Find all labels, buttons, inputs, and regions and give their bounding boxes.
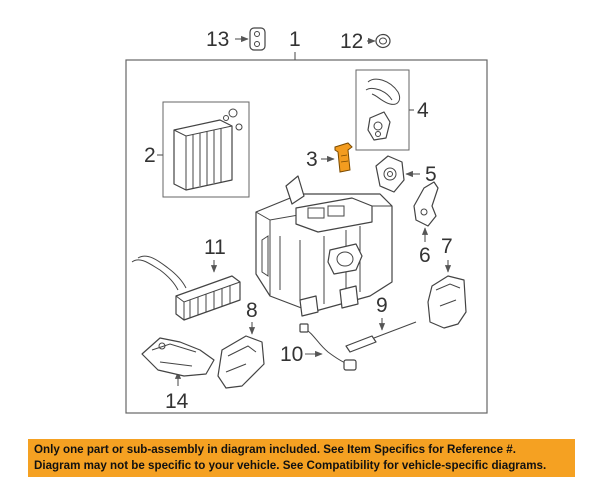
part-10-sensor[interactable]: 10	[280, 323, 357, 371]
part-9-sensor[interactable]: 9	[345, 294, 417, 353]
part-3-clip[interactable]: 3	[306, 142, 353, 173]
callout-13-label: 13	[206, 28, 229, 51]
part-14-housing[interactable]: 14	[141, 337, 215, 413]
part-13-grommet[interactable]: 13	[206, 27, 266, 51]
callout-1[interactable]: 1	[289, 28, 301, 60]
disclaimer-banner: Only one part or sub-assembly in diagram…	[28, 439, 575, 477]
callout-4-label: 4	[417, 99, 429, 122]
part-5-actuator[interactable]: 5	[375, 155, 437, 193]
part-11-heater-core[interactable]: 11	[131, 236, 241, 321]
callout-9-label: 9	[376, 294, 388, 317]
callout-6-label: 6	[419, 244, 431, 267]
assembly-frame	[125, 59, 488, 414]
callout-10-label: 10	[280, 343, 303, 366]
part-8-duct[interactable]: 8	[217, 299, 265, 389]
part-4-pipes[interactable]: 4	[355, 69, 429, 151]
callout-12-label: 12	[340, 30, 363, 53]
callout-7-label: 7	[441, 235, 453, 258]
evaporator-subframe	[162, 101, 250, 198]
callout-8-label: 8	[246, 299, 258, 322]
part-7-duct[interactable]: 7	[427, 235, 467, 329]
heater-unit[interactable]	[255, 175, 393, 317]
disclaimer-line-2: Diagram may not be specific to your vehi…	[34, 459, 547, 472]
part-6-lever[interactable]: 6	[413, 181, 439, 267]
callout-2-label: 2	[144, 144, 156, 167]
disclaimer-line-1: Only one part or sub-assembly in diagram…	[34, 443, 516, 456]
part-2-evaporator[interactable]: 2	[144, 101, 250, 198]
callout-14-label: 14	[165, 390, 189, 413]
callout-5-label: 5	[425, 163, 437, 186]
part-12-plug[interactable]: 12	[340, 30, 391, 53]
callout-11-label: 11	[204, 236, 226, 259]
callout-3-label: 3	[306, 148, 318, 171]
callout-1-label: 1	[289, 28, 301, 51]
